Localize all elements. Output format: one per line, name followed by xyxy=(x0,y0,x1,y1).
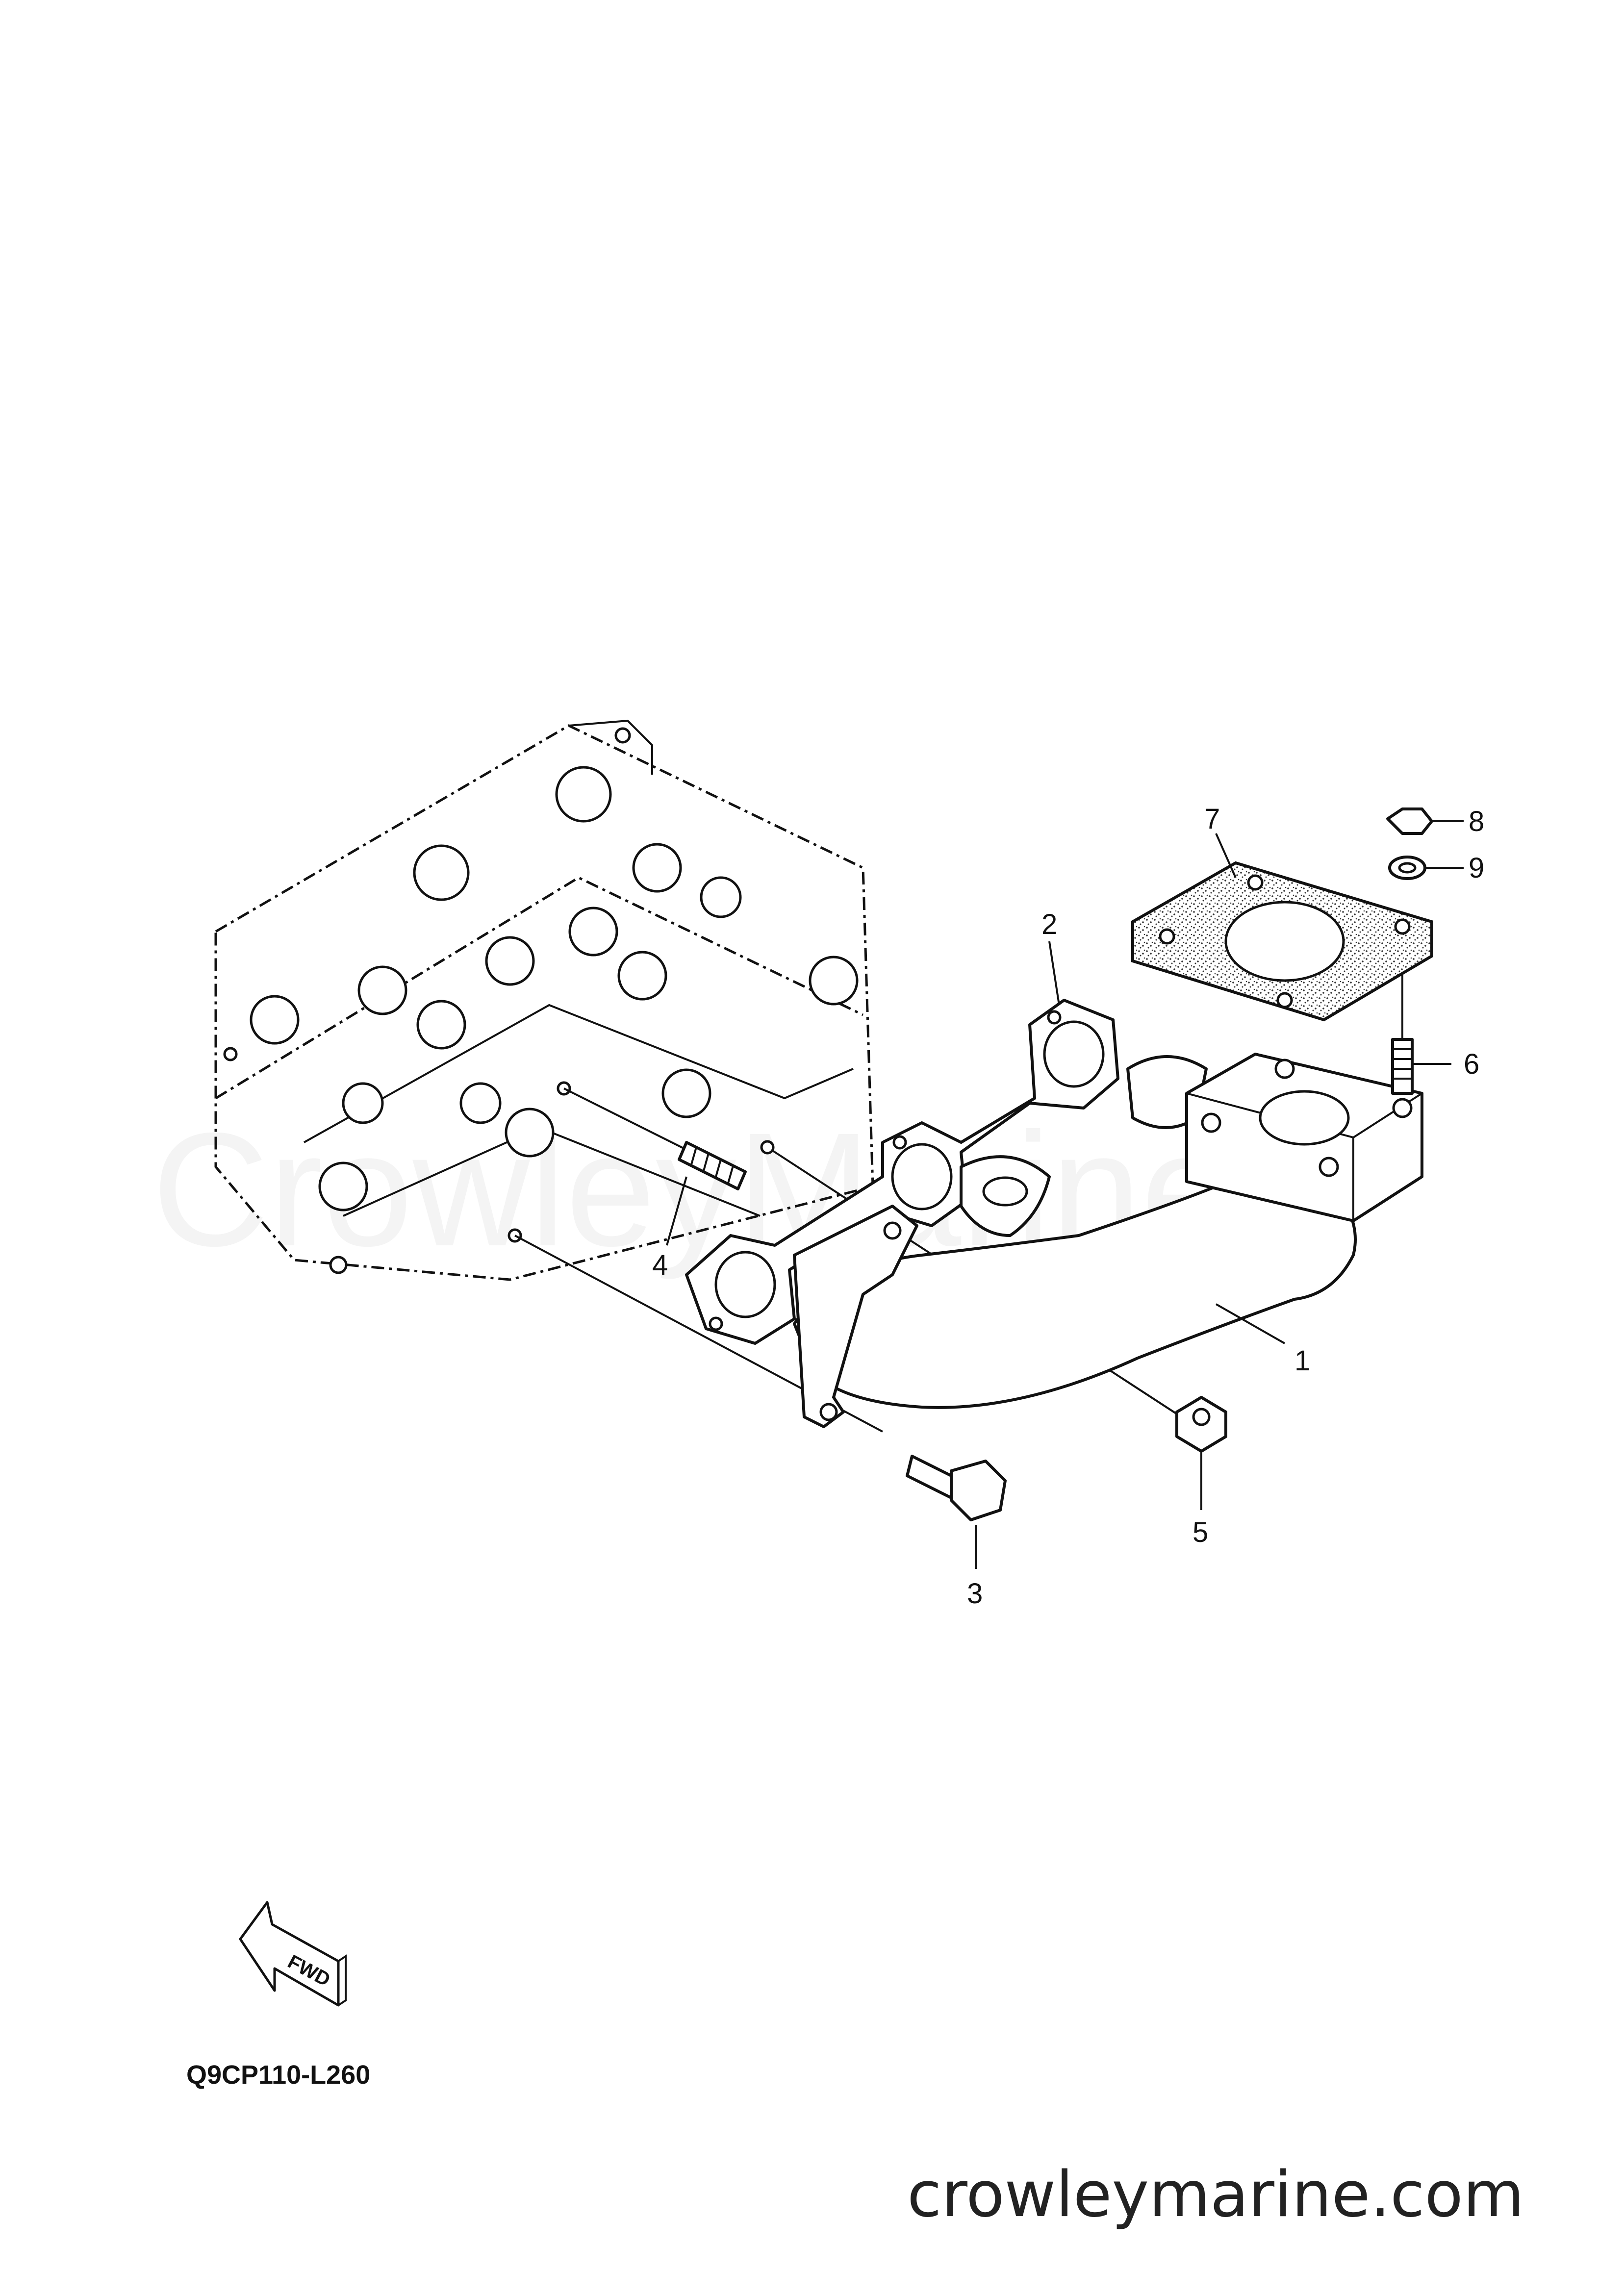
flange-gasket xyxy=(1131,861,1433,1022)
callout-1: 1 xyxy=(1294,1345,1310,1377)
callout-8: 8 xyxy=(1469,806,1484,837)
stud-left xyxy=(678,1141,747,1190)
callout-6: 6 xyxy=(1464,1048,1479,1080)
callout-5: 5 xyxy=(1193,1516,1208,1548)
spring-washer xyxy=(1388,856,1464,880)
site-url: crowleymarine.com xyxy=(907,2158,1524,2231)
flange-nut xyxy=(1175,1396,1227,1510)
hex-nut xyxy=(1386,807,1464,835)
callout-2: 2 xyxy=(1041,908,1057,940)
exhaust-manifold xyxy=(793,1053,1423,1428)
callout-7: 7 xyxy=(1204,803,1220,835)
cylinder-head xyxy=(214,719,874,1281)
callout-3: 3 xyxy=(967,1578,983,1610)
callout-9: 9 xyxy=(1469,852,1484,884)
forward-arrow-icon: FWD xyxy=(239,1901,347,2007)
reference-code: Q9CP110-L260 xyxy=(186,2060,370,2090)
stud-right xyxy=(1391,1038,1451,1095)
callout-4: 4 xyxy=(652,1249,668,1281)
bolt xyxy=(906,1455,1007,1569)
